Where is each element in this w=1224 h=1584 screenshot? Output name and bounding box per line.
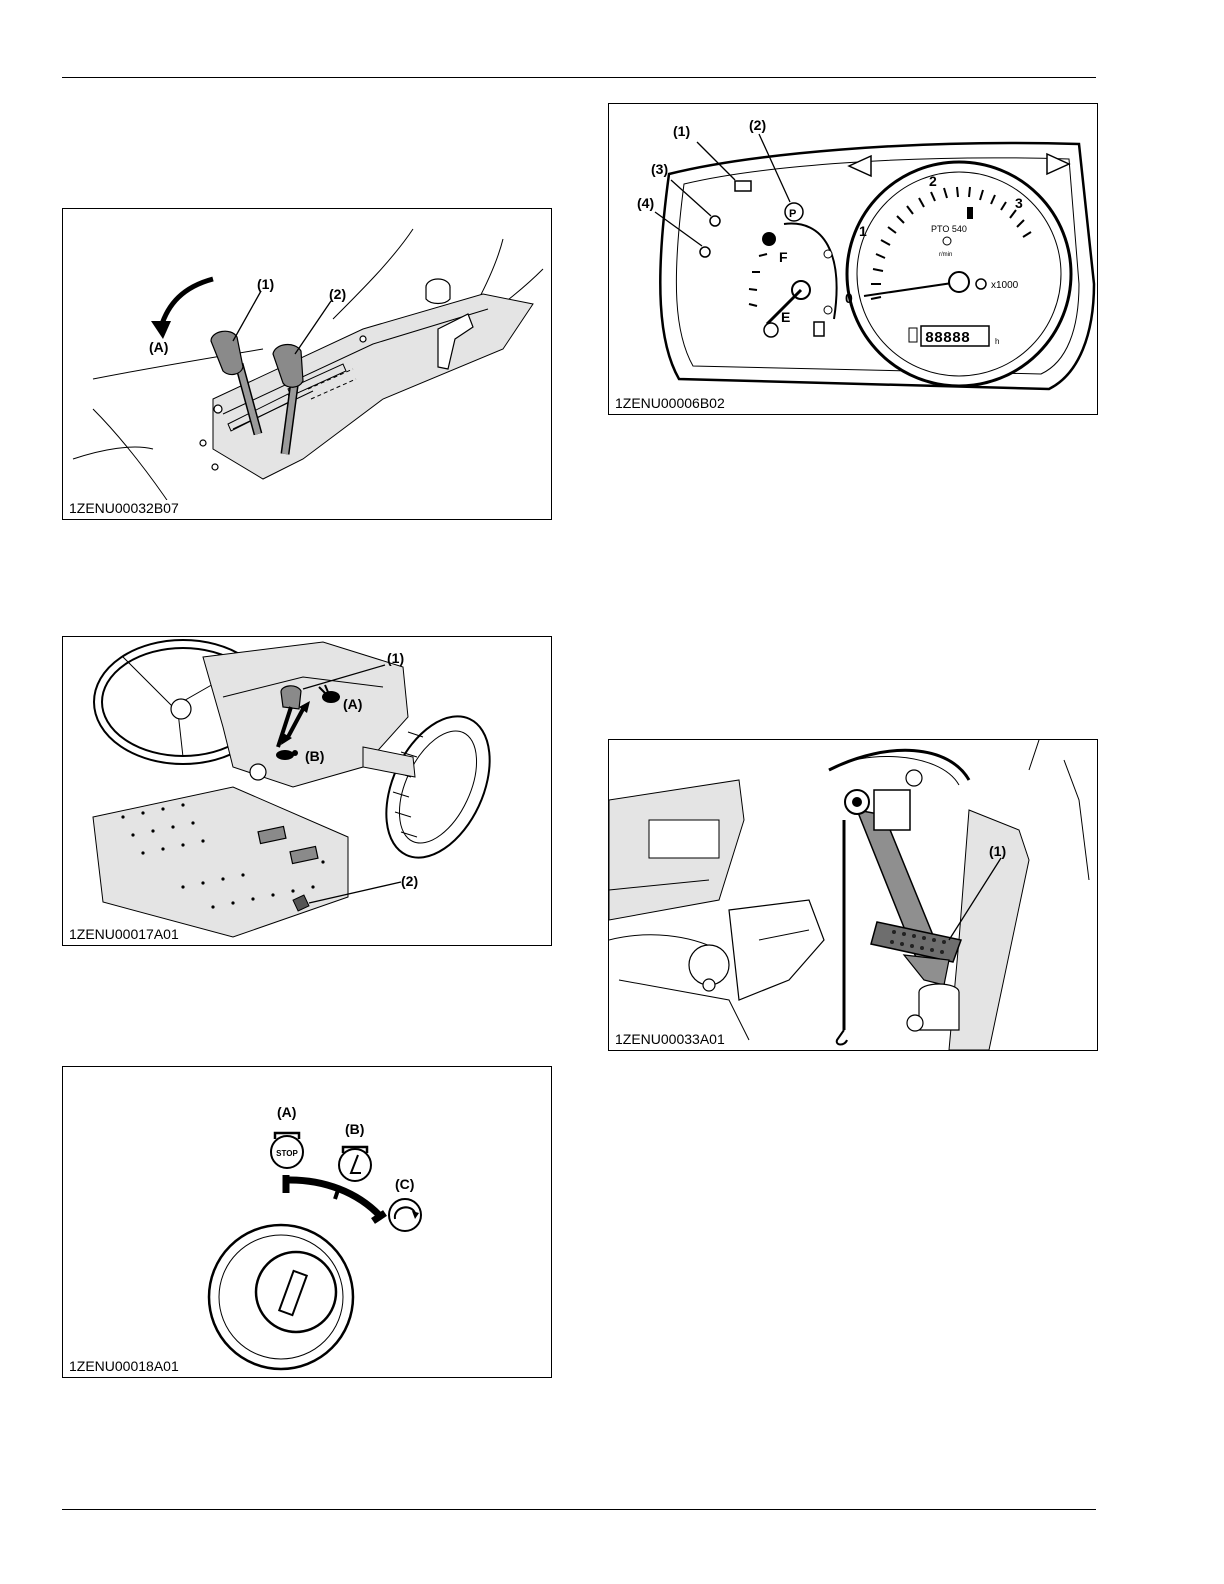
label-a: (A) (343, 696, 362, 712)
label-3: (3) (651, 161, 668, 177)
label-2: (2) (401, 873, 418, 889)
label-4: (4) (637, 195, 654, 211)
figure-caption: 1ZENU00032B07 (69, 500, 183, 516)
instrument-panel-illustration: 0 1 2 3 PTO 540 r/min x1000 88888 h F E (609, 104, 1097, 414)
pto-label: PTO 540 (931, 224, 967, 234)
label-2: (2) (329, 286, 346, 302)
tach-multiplier: x1000 (991, 280, 1019, 291)
fuel-full-label: F (779, 249, 788, 265)
stop-symbol-text: STOP (276, 1149, 298, 1158)
label-c: (C) (395, 1176, 414, 1192)
fuel-empty-label: E (781, 309, 790, 325)
figure-caption: 1ZENU00017A01 (69, 926, 183, 942)
oil-pressure-icon (710, 216, 720, 226)
pedal-illustration: (1) (609, 740, 1097, 1050)
label-1: (1) (673, 123, 690, 139)
glow-plug-icon (700, 247, 710, 257)
label-1: (1) (257, 276, 274, 292)
hilo-lever-illustration: (1) (A) (B) (2) (63, 637, 551, 945)
hour-meter-unit: h (995, 337, 999, 346)
tach-tick-2: 2 (929, 173, 937, 189)
label-a: (A) (277, 1104, 296, 1120)
shift-levers-illustration: (1) (2) (A) (63, 209, 551, 519)
figure-hilo-lever: (1) (A) (B) (2) 1ZENU00017A01 (62, 636, 552, 946)
figure-pedal: (1) 1ZENU00033A01 (608, 739, 1098, 1051)
figure-shift-levers: (1) (2) (A) 1ZENU00032B07 (62, 208, 552, 520)
footer-rule (62, 1509, 1096, 1510)
svg-text:P: P (789, 208, 796, 220)
label-2: (2) (749, 117, 766, 133)
figure-caption: 1ZENU00033A01 (615, 1031, 729, 1047)
tach-tick-1: 1 (859, 223, 867, 239)
pto-unit: r/min (939, 252, 952, 258)
label-1: (1) (989, 843, 1006, 859)
figure-key-switch: STOP (A) (B) (C) 1ZENU00018A01 (62, 1066, 552, 1378)
hour-meter-value: 88888 (925, 330, 970, 347)
tach-tick-0: 0 (845, 290, 853, 306)
figure-caption: 1ZENU00006B02 (615, 395, 729, 411)
label-b: (B) (345, 1121, 364, 1137)
key-switch-illustration: STOP (A) (B) (C) (63, 1067, 551, 1377)
label-a: (A) (149, 339, 168, 355)
label-1: (1) (387, 650, 404, 666)
header-rule (62, 77, 1096, 78)
label-b: (B) (305, 748, 324, 764)
battery-icon (735, 181, 751, 191)
figure-instrument-panel: 0 1 2 3 PTO 540 r/min x1000 88888 h F E (608, 103, 1098, 415)
figure-caption: 1ZENU00018A01 (69, 1358, 183, 1374)
tach-tick-3: 3 (1015, 195, 1023, 211)
